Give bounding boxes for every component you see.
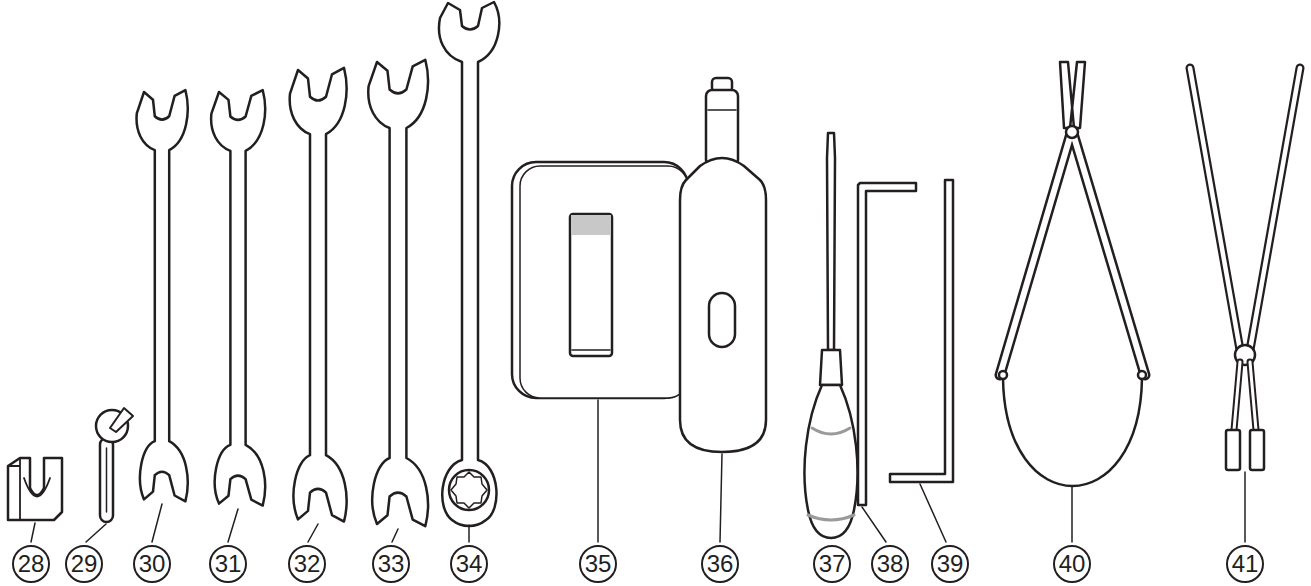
callout-circle: 40: [1053, 545, 1091, 583]
tool-case: [512, 162, 688, 398]
circlip-pliers: [1234, 362, 1256, 430]
callout-number: 41: [1232, 552, 1259, 576]
leader-line: [1071, 487, 1073, 542]
callout-number: 39: [937, 552, 964, 576]
circlip-pliers: [1190, 68, 1300, 350]
open-end-wrench: [368, 60, 428, 526]
leader-line: [31, 523, 35, 542]
leader-line: [862, 507, 886, 542]
callout-circle: 39: [931, 545, 969, 583]
wrench-holder-block: [8, 458, 50, 520]
spring-pliers: [1138, 371, 1146, 379]
hex-key: [890, 180, 953, 482]
open-end-wrench: [211, 90, 265, 506]
small-wrench: [96, 408, 133, 522]
small-wrench: [106, 448, 108, 512]
torque-screwdriver: [706, 90, 738, 166]
spring-pliers: [1000, 130, 1145, 375]
callout-number: 29: [71, 552, 98, 576]
callout-circle: 29: [65, 545, 103, 583]
callout-circle: 41: [1226, 545, 1264, 583]
callout-number: 36: [707, 552, 734, 576]
spring-pliers: [999, 371, 1007, 379]
open-end-wrench: [290, 68, 347, 522]
leader-line: [152, 504, 162, 542]
callout-number: 28: [18, 552, 45, 576]
callout-number: 31: [215, 552, 242, 576]
callout-number: 33: [378, 552, 405, 576]
leader-line: [392, 529, 398, 542]
circlip-pliers: [1226, 430, 1240, 470]
leader-line: [86, 524, 106, 542]
combination-wrench: [439, 2, 499, 526]
callout-circle: 35: [579, 545, 617, 583]
torque-screwdriver: [708, 109, 736, 111]
flat-screwdriver: [820, 350, 842, 385]
torque-screwdriver: [680, 158, 766, 452]
flat-screwdriver: [808, 428, 854, 520]
circlip-pliers: [1190, 68, 1300, 350]
callout-circle: 30: [133, 545, 171, 583]
callout-number: 35: [585, 552, 612, 576]
circlip-pliers: [1234, 362, 1256, 430]
callout-circle: 34: [450, 545, 488, 583]
callout-circle: 37: [813, 545, 851, 583]
tool-case: [570, 214, 612, 356]
callout-circle: 36: [701, 545, 739, 583]
circlip-pliers: [1190, 68, 1300, 470]
leader-line: [468, 525, 470, 542]
flat-screwdriver: [804, 133, 857, 538]
spring-pliers: [1000, 130, 1145, 375]
callout-circle: 28: [12, 545, 50, 583]
callout-number: 40: [1059, 552, 1086, 576]
callout-number: 34: [456, 552, 483, 576]
open-end-wrench: [137, 90, 188, 501]
spring-pliers: [1060, 62, 1085, 128]
callout-number: 37: [819, 552, 846, 576]
small-wrench: [100, 438, 113, 522]
spring-pliers: [1003, 378, 1142, 486]
callout-circle: 32: [288, 545, 326, 583]
leader-line: [720, 454, 722, 542]
hex-key: [858, 183, 916, 505]
flat-screwdriver: [827, 133, 835, 350]
callout-circle: 33: [372, 545, 410, 583]
torque-screwdriver: [709, 293, 735, 347]
combination-wrench: [439, 2, 499, 526]
tool-case: [512, 162, 688, 398]
torque-screwdriver: [680, 78, 766, 452]
spring-pliers: [999, 62, 1146, 486]
flat-screwdriver: [804, 385, 857, 538]
small-wrench: [110, 408, 133, 432]
combination-wrench: [449, 470, 489, 510]
tool-case: [572, 349, 610, 351]
callout-number: 30: [139, 552, 166, 576]
leader-line: [31, 400, 1245, 542]
leader-line: [308, 524, 318, 542]
callout-circle: 31: [209, 545, 247, 583]
tool-case: [520, 166, 688, 398]
callout-number: 38: [877, 552, 904, 576]
leader-line: [920, 484, 946, 542]
tool-case: [571, 215, 611, 235]
wrench-holder-block: [8, 458, 62, 520]
leader-line: [228, 509, 238, 542]
spring-pliers: [1066, 126, 1078, 138]
callout-circle: 38: [871, 545, 909, 583]
leader-line: [1244, 472, 1246, 542]
leader-line: [597, 400, 599, 542]
circlip-pliers: [1250, 430, 1264, 470]
combination-wrench: [451, 472, 487, 508]
callout-number: 32: [294, 552, 321, 576]
wrench-holder-block: [8, 458, 62, 520]
